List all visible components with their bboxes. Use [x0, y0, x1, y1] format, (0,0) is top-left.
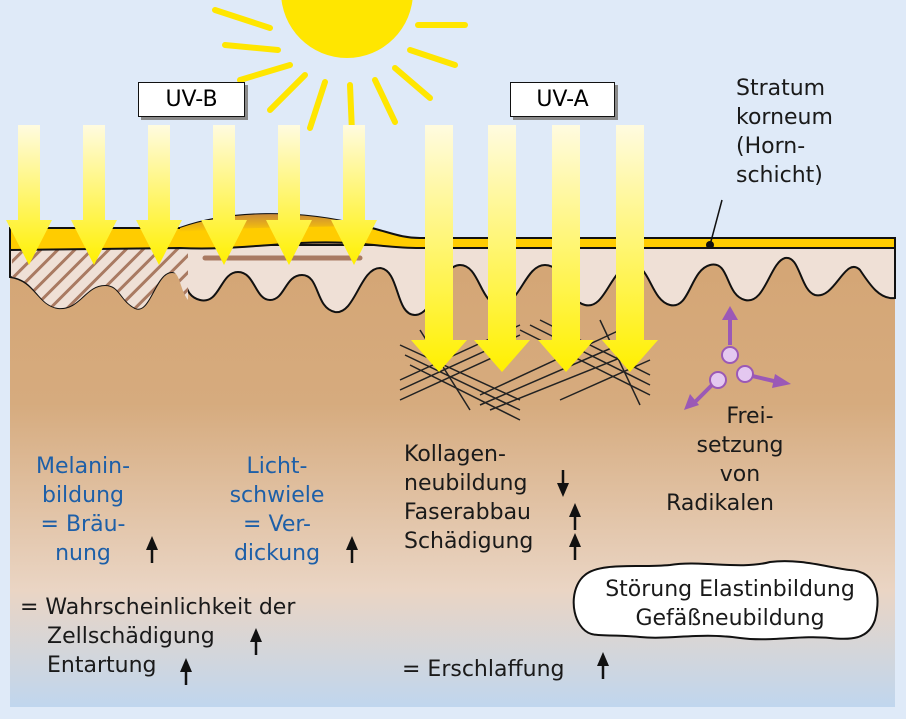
text-line: Radikalen [666, 491, 774, 516]
text-line: Kollagen- [404, 442, 506, 467]
sun-icon [212, 0, 468, 135]
text-line: Stratum [736, 76, 826, 101]
collagen-fibers [399, 319, 651, 421]
lichtschwiele-label: Licht- schwiele = Ver- dickung [222, 452, 332, 568]
radikale-label: Frei- setzung von Radikalen [655, 402, 785, 518]
uva-rays [411, 125, 658, 372]
text-line: Schädigung [404, 529, 534, 554]
text-line: = Bräu- [40, 512, 126, 537]
text-line: Melanin- [35, 454, 131, 479]
text-line: Entartung [47, 653, 157, 678]
text-line: neubildung [404, 471, 528, 496]
text-line: bildung [41, 483, 124, 508]
text-line: nung [55, 541, 111, 566]
text-line: korneum [736, 105, 833, 130]
text-line: = Wahrscheinlichkeit der [20, 595, 296, 620]
hatched-region [12, 248, 188, 309]
cloud-label: Störung Elastinbildung Gefäßneubildung [585, 575, 875, 633]
uva-label: UV-A [510, 82, 615, 117]
kollagen-label: Kollagen- neubildung Faserabbau Schädigu… [404, 440, 533, 556]
text-line: von [719, 462, 761, 487]
text-line: Gefäßneubildung [635, 606, 825, 631]
text-line: = Ver- [243, 512, 311, 537]
arrow-icons [146, 470, 609, 685]
text-line: setzung [696, 433, 784, 458]
text-line: dickung [233, 541, 321, 566]
text-line: Zellschädigung [47, 624, 215, 649]
uvb-label: UV-B [138, 82, 245, 117]
wahrscheinlichkeit-label: = Wahrscheinlichkeit der Zellschädigung … [20, 593, 295, 680]
text-line: Störung Elastinbildung [605, 577, 855, 602]
melanin-label: Melanin- bildung = Bräu- nung [28, 452, 138, 568]
stratum-label: Stratum korneum (Horn- schicht) [736, 74, 833, 190]
text-line: Faserabbau [404, 500, 531, 525]
text-line: schicht) [736, 163, 823, 188]
radicals-icon [684, 306, 791, 410]
text-line: Frei- [726, 404, 774, 429]
stratum-pointer [709, 199, 723, 246]
text-line: schwiele [229, 483, 325, 508]
text-line: (Horn- [736, 134, 806, 159]
cloud-shape [572, 560, 879, 641]
text-line: Licht- [246, 454, 308, 479]
erschlaffung-label: = Erschlaffung [402, 657, 565, 682]
uvb-rays [6, 125, 377, 265]
